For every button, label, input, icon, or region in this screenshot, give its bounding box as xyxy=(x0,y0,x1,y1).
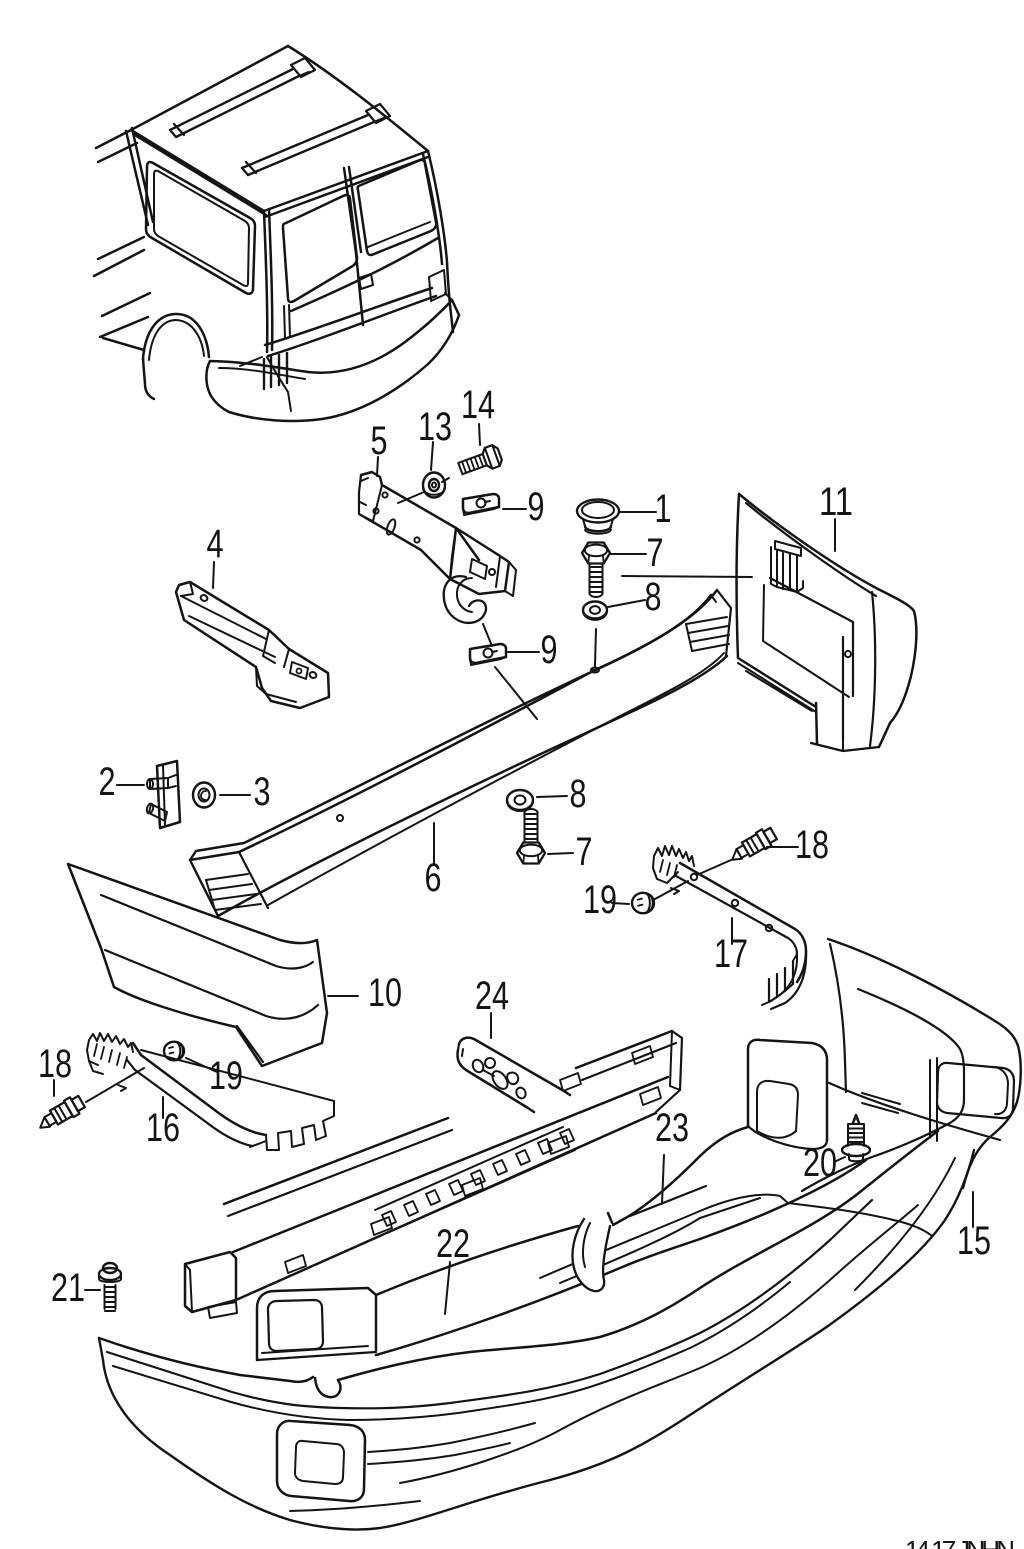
svg-text:19: 19 xyxy=(583,878,617,922)
svg-text:20: 20 xyxy=(803,1141,837,1185)
svg-text:7: 7 xyxy=(576,830,593,874)
svg-text:9: 9 xyxy=(528,485,545,529)
svg-text:1: 1 xyxy=(655,487,672,531)
svg-text:18: 18 xyxy=(38,1042,72,1086)
svg-text:9: 9 xyxy=(541,628,558,672)
svg-text:5: 5 xyxy=(371,419,388,463)
svg-text:6: 6 xyxy=(425,856,442,900)
svg-text:13: 13 xyxy=(418,405,452,449)
svg-text:18: 18 xyxy=(795,823,829,867)
svg-text:7: 7 xyxy=(647,531,664,575)
svg-text:23: 23 xyxy=(655,1106,689,1150)
svg-text:22: 22 xyxy=(436,1222,470,1266)
svg-text:11: 11 xyxy=(819,480,853,524)
svg-text:21: 21 xyxy=(51,1266,85,1310)
svg-text:2: 2 xyxy=(99,760,116,804)
svg-text:19: 19 xyxy=(209,1054,243,1098)
svg-text:4: 4 xyxy=(207,522,224,566)
svg-text:3: 3 xyxy=(254,770,271,814)
svg-text:10: 10 xyxy=(368,971,402,1015)
svg-text:8: 8 xyxy=(570,772,587,816)
svg-text:24: 24 xyxy=(475,974,509,1018)
svg-text:14-17·JNHN: 14-17·JNHN xyxy=(905,1535,1015,1549)
svg-text:14: 14 xyxy=(461,383,495,427)
svg-text:8: 8 xyxy=(645,575,662,619)
